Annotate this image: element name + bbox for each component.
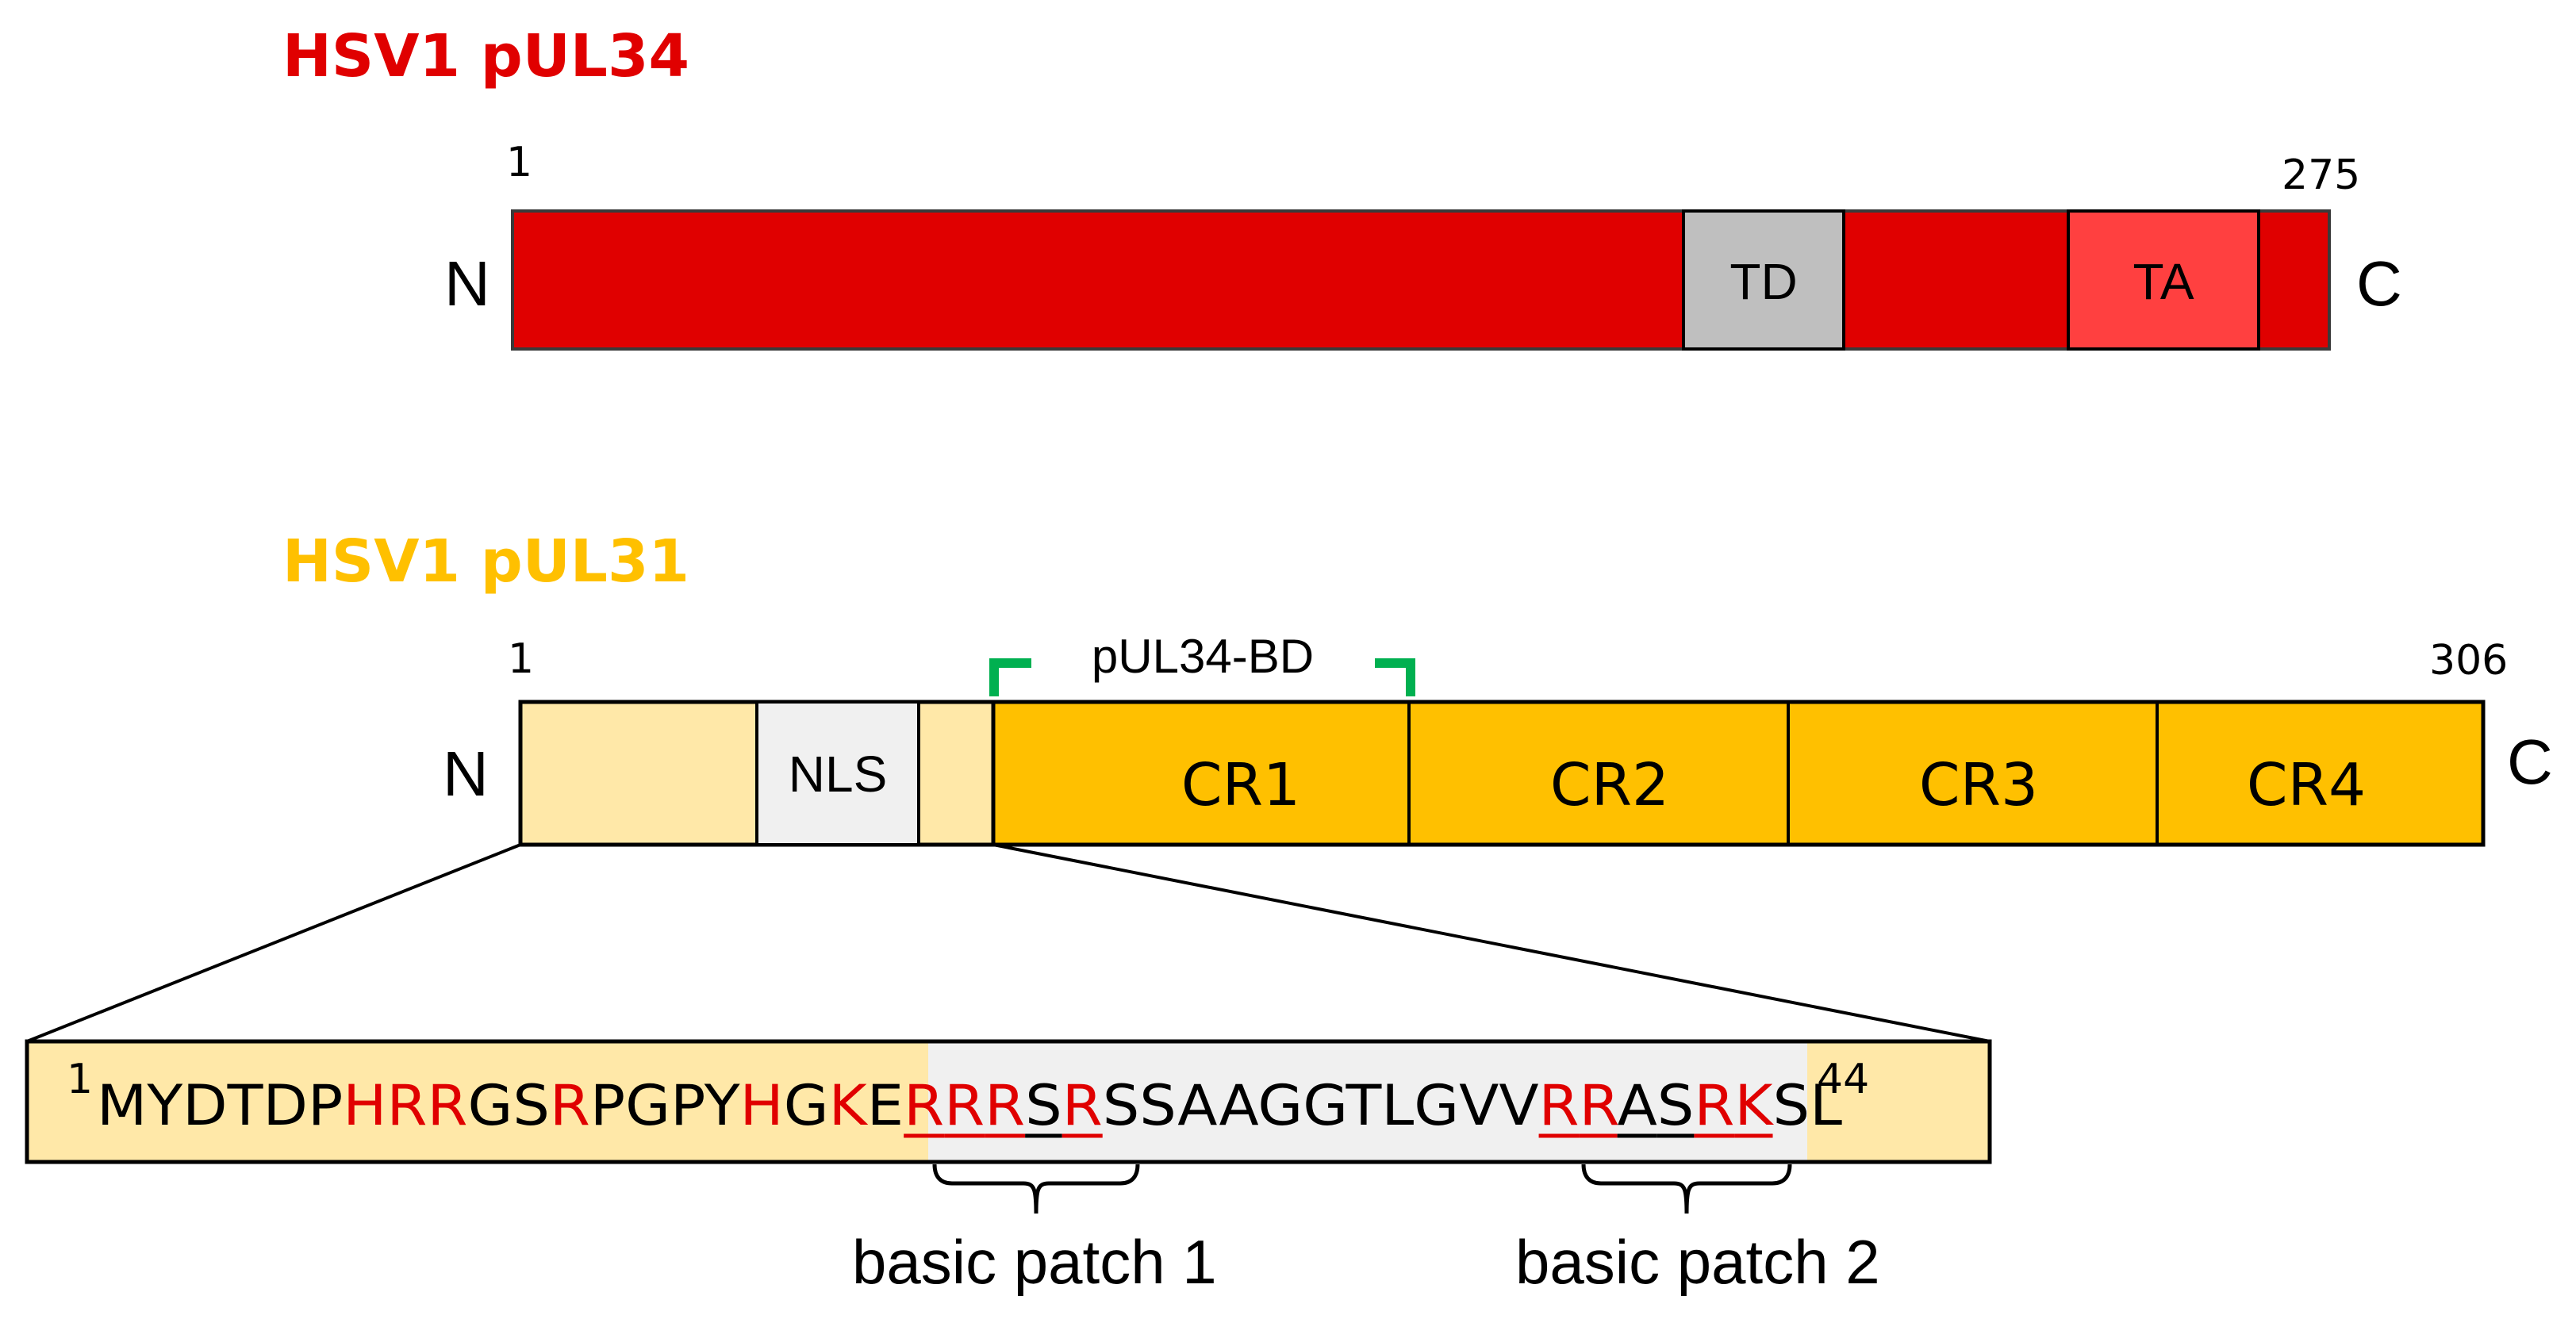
sequence-residue: T [1346, 1073, 1382, 1138]
pul31-cr1-label: CR1 [1181, 751, 1300, 819]
sequence-end-index: 44 [1817, 1056, 1869, 1103]
zoom-line-right [992, 843, 1991, 1043]
sequence-residue: R [550, 1073, 590, 1138]
sequence-residue: T [227, 1073, 263, 1138]
sequence-residue: G [467, 1073, 513, 1138]
sequence-residue: A [1219, 1073, 1259, 1138]
pul34-start-number: 1 [506, 139, 532, 186]
sequence-residue: H [740, 1073, 784, 1138]
sequence-residue: M [97, 1073, 147, 1138]
pul34-ta-domain [2067, 209, 2260, 351]
pul31-nls-domain [755, 700, 920, 846]
pul31-cr2-label: CR2 [1550, 751, 1669, 819]
sequence-residue: V [1459, 1073, 1499, 1138]
sequence-residue: R [985, 1073, 1025, 1138]
pul31-n-terminus: N [443, 738, 489, 809]
sequence-residue: S [1657, 1073, 1695, 1138]
sequence-residue: G [1414, 1073, 1459, 1138]
sequence-residue: D [263, 1073, 309, 1138]
sequence-residue: R [1539, 1073, 1580, 1138]
sequence-residue: S [1139, 1073, 1177, 1138]
pul31-c-terminus: C [2507, 727, 2553, 797]
sequence-nls-highlight [928, 1041, 1807, 1162]
sequence-residue: K [1734, 1073, 1774, 1138]
sequence-residue: R [1062, 1073, 1103, 1138]
sequence-residue: S [1025, 1073, 1062, 1138]
pul31-nls-label: NLS [789, 746, 888, 803]
sequence-residue: R [427, 1073, 467, 1138]
basic-patch-1-brace [932, 1164, 1140, 1214]
pul31-start-number: 1 [508, 635, 534, 683]
sequence-residue: Y [146, 1073, 182, 1138]
sequence-residue: P [308, 1073, 343, 1138]
sequence-residue: H [343, 1073, 386, 1138]
pul34-bar [511, 209, 2331, 351]
sequence-residue: R [1694, 1073, 1734, 1138]
pul31-title: HSV1 pUL31 [282, 527, 689, 596]
pul31-cr-region [991, 700, 2486, 847]
pul34-td-label: TD [1729, 253, 1797, 310]
pul31-end-number: 306 [2429, 637, 2508, 684]
pul34-ta-label: TA [2133, 253, 2194, 310]
sequence-residue: G [784, 1073, 829, 1138]
sequence-residue: L [1810, 1073, 1842, 1138]
sequence-box-border [25, 1039, 1992, 1164]
sequence-residue: R [386, 1073, 427, 1138]
sequence-residue: P [670, 1073, 704, 1138]
sequence-residue: G [1303, 1073, 1346, 1138]
sequence-residue: A [1177, 1073, 1219, 1138]
pul34-c-terminus: C [2356, 248, 2402, 319]
sequence-residue: R [1580, 1073, 1618, 1138]
sequence-residue: P [590, 1073, 625, 1138]
pul34-title: HSV1 pUL34 [282, 22, 689, 90]
sequence-residue: K [829, 1073, 869, 1138]
sequence-residue: E [867, 1073, 904, 1138]
sequence-residue: D [182, 1073, 228, 1138]
pul31-bar [518, 700, 2486, 847]
pul34-bd-bracket [989, 658, 1415, 696]
sequence-residue: R [904, 1073, 944, 1138]
sequence-residue: R [944, 1073, 985, 1138]
zoom-line-left [26, 843, 521, 1043]
sequence-residue: G [1257, 1073, 1303, 1138]
sequence-text: MYDTDPHRRGSRPGPYHGKERRRSRSSAAGGTLGVVRRAS… [97, 1073, 1842, 1138]
sequence-residue: S [1103, 1073, 1140, 1138]
pul34-n-terminus: N [444, 248, 490, 319]
basic-patch-1-label: basic patch 1 [852, 1227, 1217, 1297]
sequence-residue: L [1381, 1073, 1414, 1138]
basic-patch-2-label: basic patch 2 [1515, 1227, 1880, 1297]
pul34-td-domain [1682, 209, 1845, 351]
pul34-bd-label: pUL34-BD [1092, 630, 1314, 683]
pul31-cr3-label: CR3 [1919, 751, 2038, 819]
sequence-residue: S [1773, 1073, 1810, 1138]
sequence-residue: Y [704, 1073, 740, 1138]
pul34-end-number: 275 [2282, 151, 2360, 199]
pul34-body [511, 209, 2331, 351]
sequence-residue: A [1618, 1073, 1657, 1138]
sequence-residue: G [625, 1073, 670, 1138]
sequence-residue: V [1499, 1073, 1538, 1138]
sequence-residue: S [513, 1073, 550, 1138]
sequence-start-index: 1 [67, 1056, 93, 1103]
pul31-cr4-label: CR4 [2247, 751, 2366, 819]
basic-patch-2-brace [1581, 1164, 1792, 1214]
